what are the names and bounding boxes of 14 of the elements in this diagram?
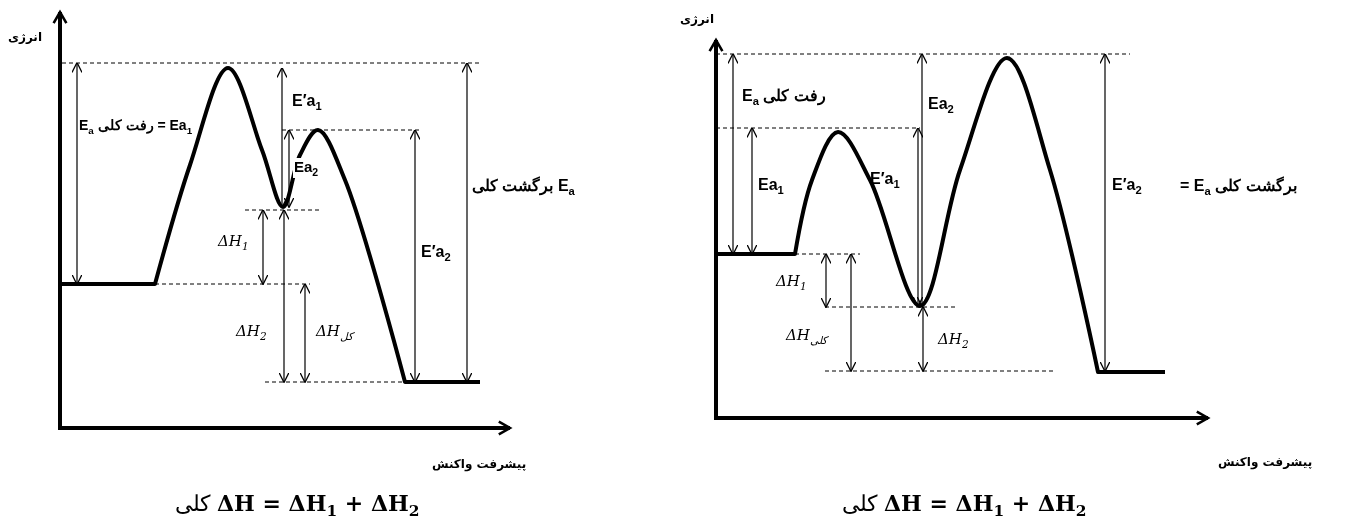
arrow-label: Ea$_{1}$: [758, 176, 784, 197]
arrow-label: E′a$_{2}$: [421, 243, 451, 264]
arrow-label: ΔH$_{2}$: [236, 322, 267, 342]
arrow-label: Ea$_{2}$: [293, 158, 320, 178]
arrow-label: E′a$_{2}$: [1112, 176, 1142, 197]
axis-label: انرژی: [680, 12, 714, 26]
arrow-label: Ea$_{2}$: [928, 95, 954, 116]
axis-label: پیشرفت واکنش: [432, 457, 527, 471]
axis-label: انرژی: [8, 30, 42, 44]
arrow-label: ΔH$_{1}$: [776, 272, 807, 292]
arrow-label: ΔH$_{1}$: [218, 232, 249, 252]
arrow-label: ΔH$_{2}$: [938, 330, 969, 350]
axis-label: پیشرفت واکنش: [1218, 455, 1313, 469]
arrow-label: E′a$_{1}$: [292, 92, 322, 113]
